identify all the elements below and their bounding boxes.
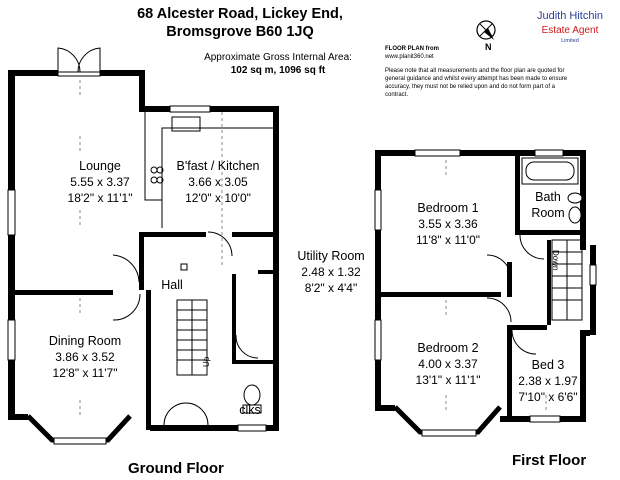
address-line-1: 68 Alcester Road, Lickey End, [137,6,343,22]
bedroom1-metric: 3.55 x 3.36 [418,217,478,231]
dining-room-metric: 3.86 x 3.52 [55,350,115,364]
ground-stairs [176,299,208,376]
area-label: Approximate Gross Internal Area: [204,52,352,63]
ground-stair-up-label: Up [202,356,211,367]
bedroom2-bay-window [393,405,502,435]
kitchen-metric: 3.66 x 3.05 [188,175,248,189]
first-floor-windows [374,149,597,423]
hall-name: Hall [161,278,183,292]
compass-north-label: N [485,42,492,52]
bathtub-icon [521,157,579,185]
compass-icon: N [476,20,496,52]
hall-light-icon [180,263,188,271]
disclaimer-text: Please note that all measurements and th… [385,68,568,98]
first-floor-door-swings [486,234,545,355]
utility-room-imperial: 8'2" x 4'4" [304,281,358,295]
lounge-metric: 5.55 x 3.37 [70,175,130,189]
kitchen-counters [144,112,273,228]
dining-bay-window [26,414,132,443]
area-value: 102 sq m, 1096 sq ft [230,65,326,76]
lounge-name: Lounge [79,159,121,173]
dining-room-imperial: 12'8" x 11'7" [52,366,118,380]
dining-room-name: Dining Room [48,334,122,348]
kitchen-name: B'fast / Kitchen [176,159,260,173]
bedroom2-metric: 4.00 x 3.37 [418,357,478,371]
clks-wc-icon [242,384,262,414]
agent-name: Judith Hitchin [536,10,604,22]
bed3-imperial: 7'10" x 6'6" [518,390,578,404]
lounge-french-doors [57,47,101,77]
bed3-name: Bed 3 [531,358,565,372]
utility-room-name: Utility Room [297,249,365,263]
floor-plan-url: www.planit360.net [385,54,434,60]
first-floor-stairs [551,239,583,321]
bedroom2-imperial: 13'1" x 11'1" [415,373,481,387]
first-stair-down-label: Down [551,250,560,270]
address-line-2: Bromsgrove B60 1JQ [166,24,314,40]
bathroom-name-line1: Bath [535,190,561,204]
bed3-metric: 2.38 x 1.97 [518,374,578,388]
bathroom-name-line2: Room [531,206,565,220]
floor-plan-from-label: FLOOR PLAN from [385,46,439,52]
clks-name: clks [239,403,261,417]
utility-room-metric: 2.48 x 1.32 [301,265,361,279]
ground-door-swings [112,231,259,426]
agent-limited: Limited [561,38,579,44]
basin-icon [567,192,583,224]
agent-subtitle: Estate Agent [541,25,599,36]
lounge-imperial: 18'2" x 11'1" [67,191,133,205]
bedroom2-name: Bedroom 2 [417,341,479,355]
ground-floor-label: Ground Floor [128,460,224,477]
kitchen-imperial: 12'0" x 10'0" [185,191,251,205]
ground-floor-windows [7,105,267,432]
first-floor-label: First Floor [512,452,587,469]
bedroom1-name: Bedroom 1 [417,201,479,215]
bedroom1-imperial: 11'8" x 11'0" [415,233,481,247]
